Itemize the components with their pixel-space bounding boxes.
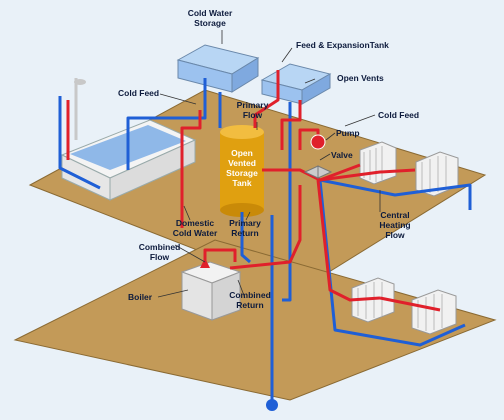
pump-label: Pump (336, 128, 360, 138)
pump-icon (310, 134, 326, 150)
lower-floor (13, 239, 497, 401)
primary-flow-label: Primary Flow (236, 100, 269, 120)
storage-tank-cylinder (220, 125, 264, 217)
storage-tank-label: Open Vented Storage Tank (226, 148, 258, 188)
hot-pipes (66, 70, 441, 312)
feed-expansion-tank (260, 63, 332, 105)
open-vents-label: Open Vents (337, 73, 384, 83)
cold-water-storage-tank (176, 44, 260, 93)
domestic-cold-water-label: Domestic Cold Water (172, 218, 218, 238)
valve-label: Valve (331, 150, 353, 160)
flow-arrows (200, 258, 210, 268)
combined-return-label: Combined Return (229, 290, 271, 310)
primary-return-label: Primary Return (229, 218, 261, 238)
combined-flow-label: Combined Flow (138, 242, 181, 262)
central-heating-flow-label: Central Heating Flow (379, 210, 411, 240)
boiler-unit (180, 261, 242, 321)
radiator-lower-2 (411, 289, 457, 335)
cold-feed-left-label: Cold Feed (118, 88, 160, 98)
cold-feed-right-label: Cold Feed (378, 110, 420, 120)
cold-pipes (58, 78, 472, 410)
feed-expansion-label: Feed & ExpansionTank (296, 40, 389, 50)
leader-lines (157, 30, 381, 299)
boiler-label: Boiler (128, 292, 153, 302)
drain-point (266, 399, 278, 411)
cold-water-storage-label: Cold Water Storage (187, 8, 233, 28)
radiator-lower-1 (351, 277, 395, 323)
radiator-upper-1 (359, 141, 397, 185)
